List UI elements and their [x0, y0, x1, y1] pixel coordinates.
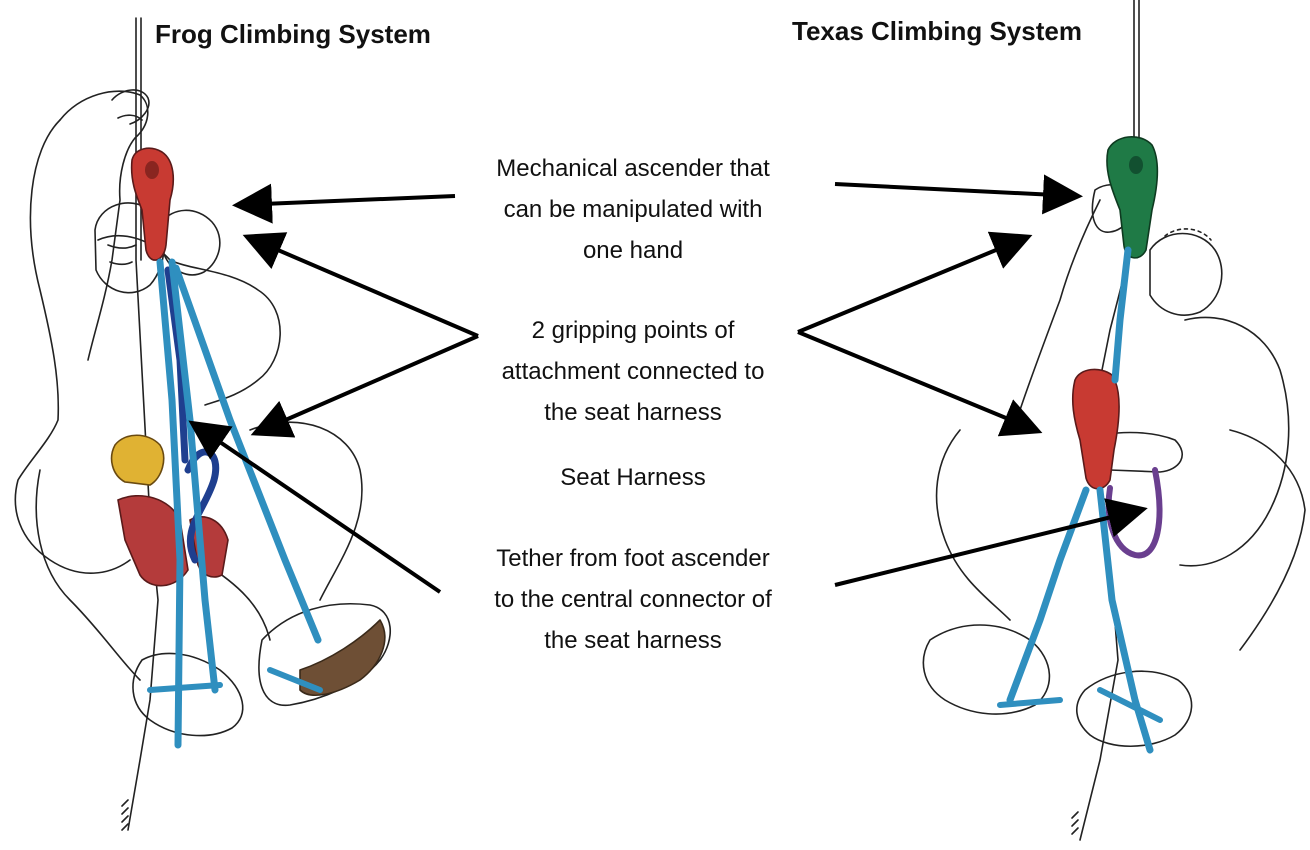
arrow-gripping-upper-right [798, 238, 1025, 332]
frog-raised-arm [60, 91, 148, 360]
tether-callout-line-3: the seat harness [448, 620, 818, 661]
ascender-callout-line-2: can be manipulated with [463, 189, 803, 230]
ascender-callout-line-3: one hand [463, 230, 803, 271]
texas-gear [1000, 137, 1160, 750]
frog-left-shoe [133, 653, 243, 735]
frog-torso [15, 120, 130, 573]
texas-hand-ascender [1107, 137, 1157, 258]
seat-harness-callout: Seat Harness [463, 457, 803, 498]
gripping-callout-line-1: 2 gripping points of [463, 310, 803, 351]
frog-chest-cam [112, 435, 164, 485]
tether-callout-line-2: to the central connector of [448, 579, 818, 620]
arrow-gripping-upper-left [250, 238, 478, 336]
tether-callout: Tether from foot ascender to the central… [448, 538, 818, 661]
arrow-ascender-left [240, 196, 455, 205]
arrow-tether-left [195, 425, 440, 592]
gripping-points-callout: 2 gripping points of attachment connecte… [463, 310, 803, 433]
ascender-callout: Mechanical ascender that can be manipula… [463, 148, 803, 271]
texas-system-title: Texas Climbing System [792, 16, 1082, 47]
frog-climber-figure [15, 18, 390, 830]
arrow-gripping-lower-left [258, 336, 478, 432]
frog-rope [128, 18, 158, 830]
tether-callout-line-1: Tether from foot ascender [448, 538, 818, 579]
arrow-gripping-lower-right [798, 332, 1035, 430]
arrow-tether-right [835, 510, 1140, 585]
texas-torso [1180, 317, 1289, 565]
ascender-callout-line-1: Mechanical ascender that [463, 148, 803, 189]
gripping-callout-line-2: attachment connected to [463, 351, 803, 392]
gripping-callout-line-3: the seat harness [463, 392, 803, 433]
texas-foot-strap-upper [1115, 250, 1128, 380]
frog-gear [112, 148, 320, 745]
texas-head [1150, 234, 1222, 316]
seat-harness-callout-line-1: Seat Harness [463, 457, 803, 498]
arrow-ascender-right [835, 184, 1075, 196]
frog-system-title: Frog Climbing System [155, 19, 431, 50]
